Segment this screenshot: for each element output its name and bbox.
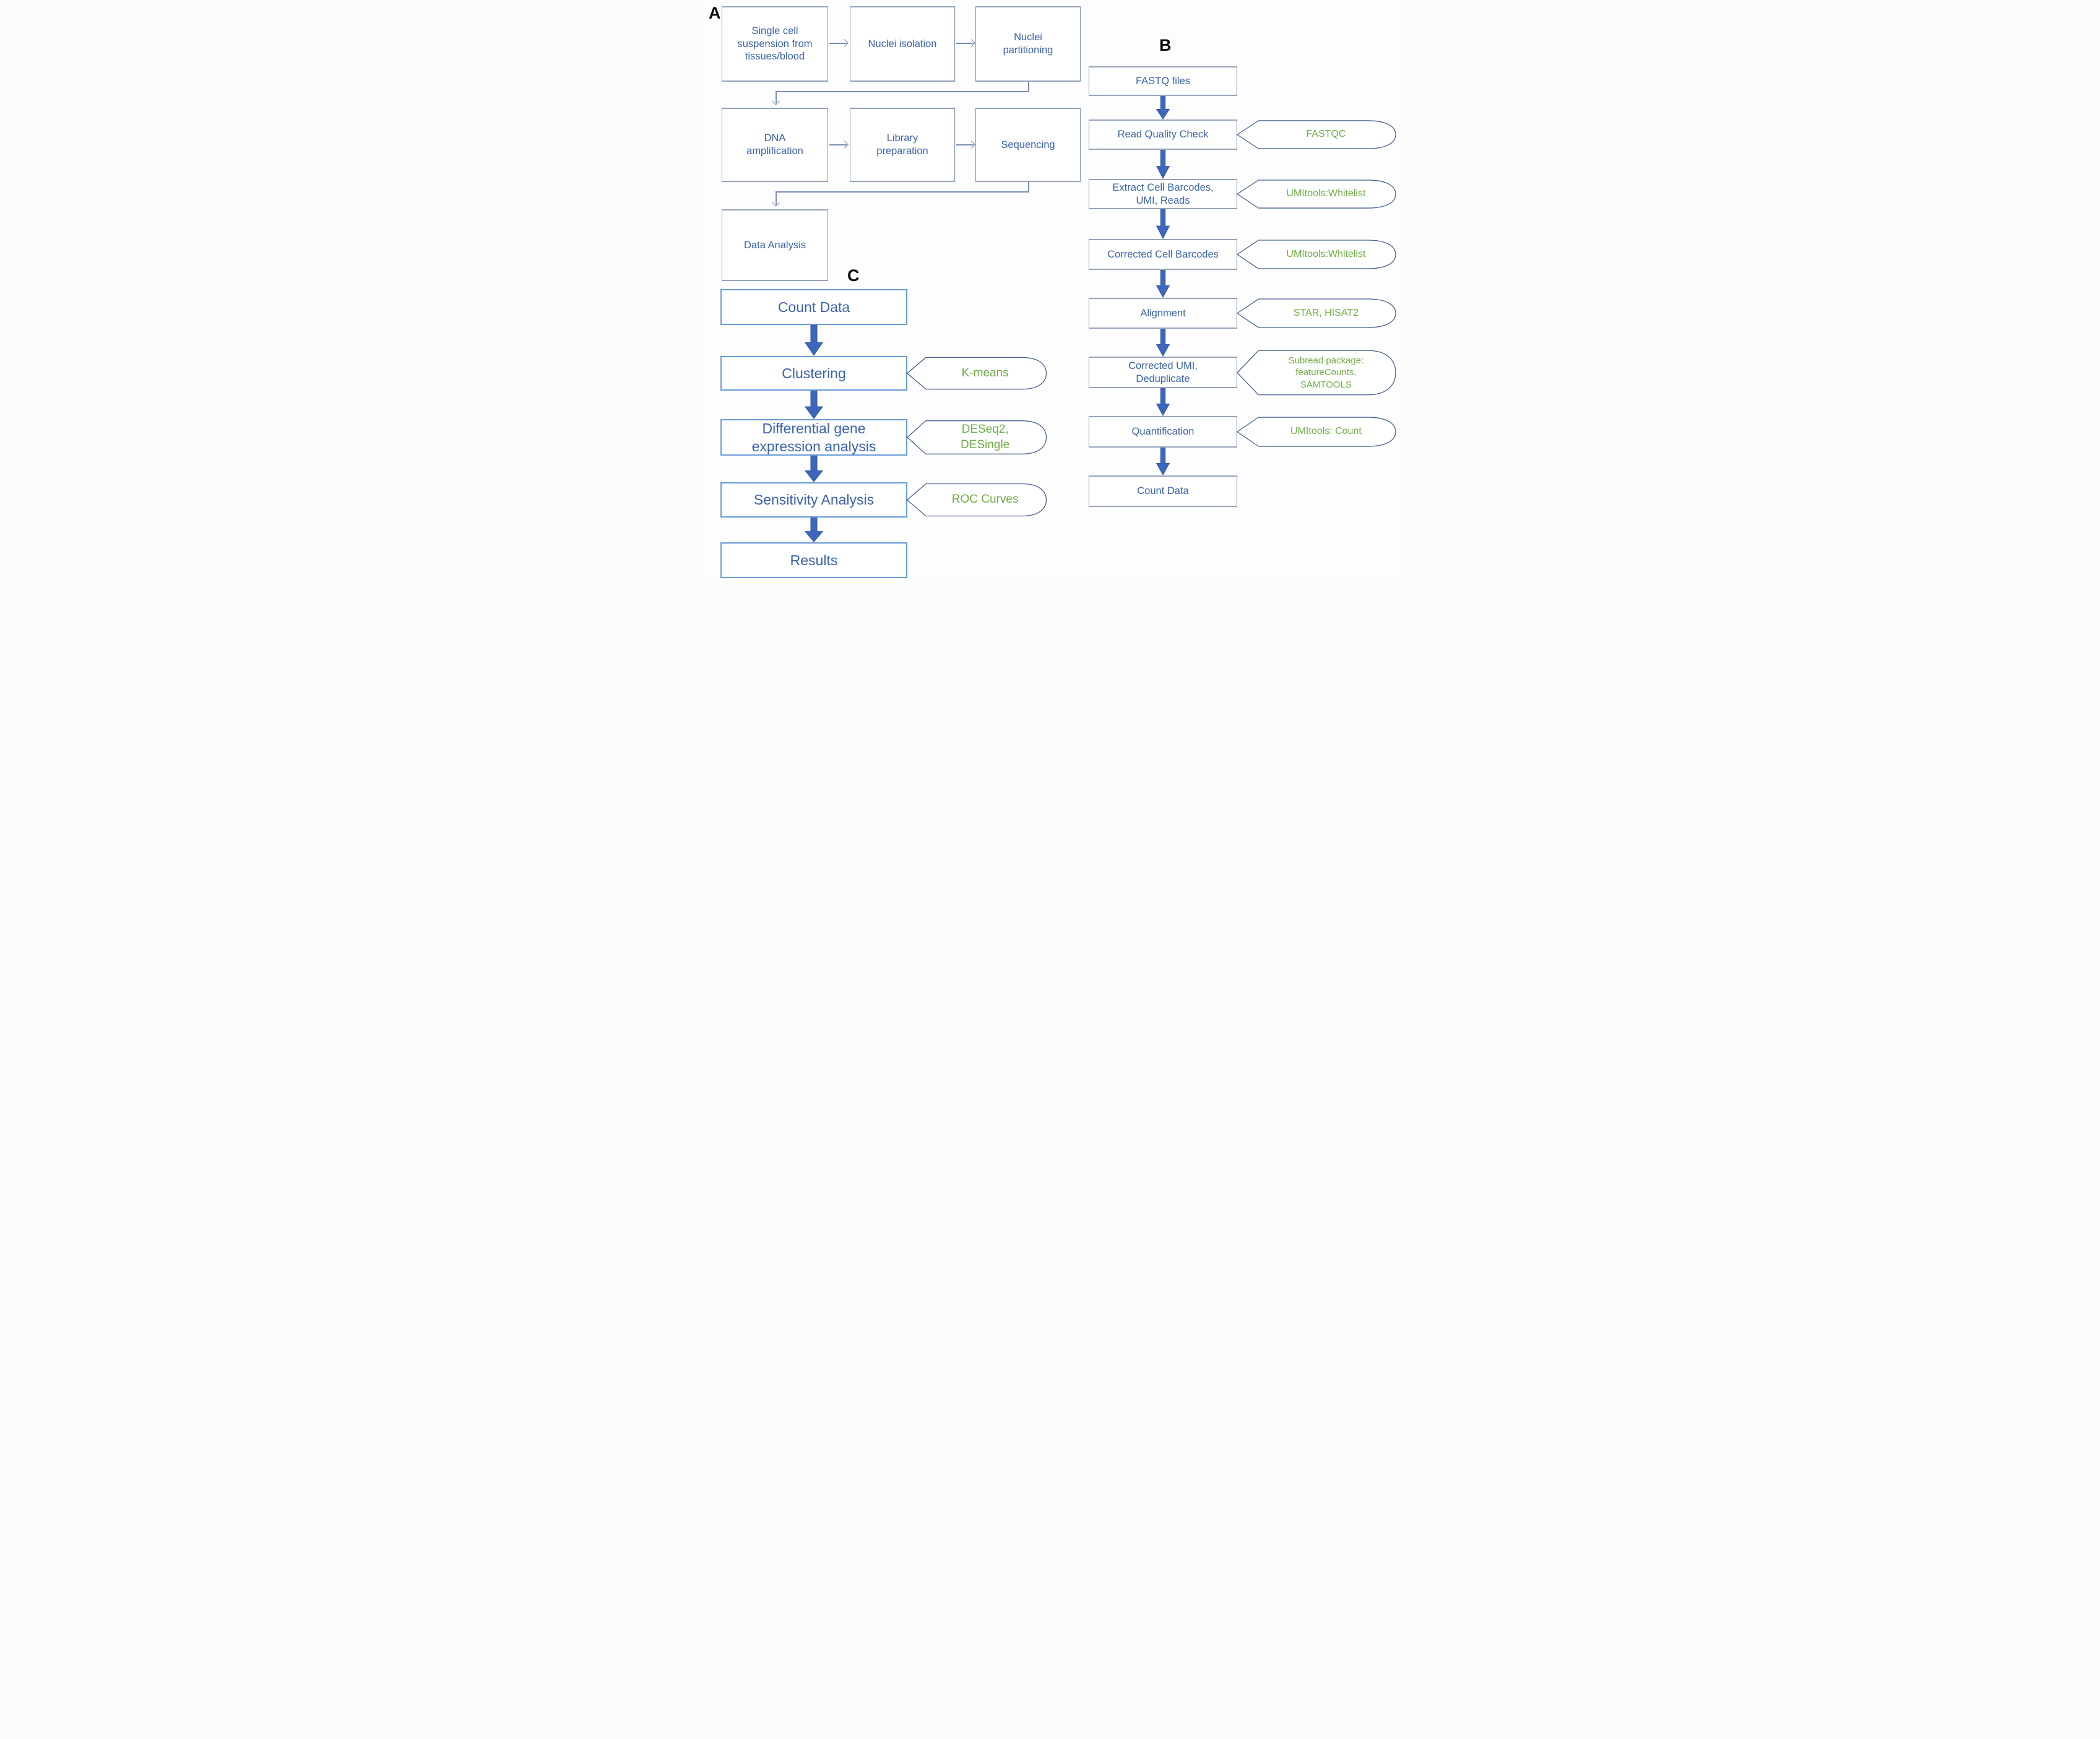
tool-callout-roc-curves: ROC Curves <box>906 481 1048 519</box>
flow-arrow-down <box>1156 388 1170 416</box>
panel-a-label: A <box>709 4 721 22</box>
callout-shape-icon <box>1236 297 1398 330</box>
tool-callout-kmeans-label: K-means <box>961 366 1009 379</box>
tool-callout-deseq2-desingle: DESeq2, DESingle <box>906 418 1048 457</box>
node-clustering-label: Clustering <box>782 365 846 381</box>
flow-arrow-down <box>1156 150 1170 179</box>
tool-callout-fastqc: FASTQC <box>1236 118 1398 151</box>
node-nuclei-isolation: Nuclei isolation <box>850 6 955 82</box>
node-sequencing: Sequencing <box>975 108 1081 182</box>
arrow-right-icon <box>840 141 849 149</box>
callout-shape-icon <box>1236 347 1398 399</box>
node-quantification: Quantification <box>1089 416 1237 448</box>
tool-callout-umitools-whitelist-1: UMItools:Whitelist <box>1236 178 1398 210</box>
node-clustering: Clustering <box>720 356 907 391</box>
node-results-label: Results <box>790 552 838 568</box>
node-corrected-umi-deduplicate-label: Corrected UMI, Deduplicate <box>1128 360 1198 384</box>
node-read-quality-check: Read Quality Check <box>1089 119 1237 150</box>
tool-callout-umitools-count-label: UMItools: Count <box>1290 426 1362 437</box>
node-corrected-umi-deduplicate: Corrected UMI, Deduplicate <box>1089 357 1237 388</box>
node-single-cell-suspension-label: Single cell suspension from tissues/bloo… <box>737 25 813 63</box>
node-count-data-b-label: Count Data <box>1137 485 1189 497</box>
tool-callout-fastqc-label: FASTQC <box>1306 129 1346 140</box>
node-dna-amplification: DNA amplification <box>722 108 828 182</box>
flow-arrow-down <box>805 456 823 482</box>
callout-shape-icon <box>1236 415 1398 449</box>
panel-c-label: C <box>847 266 860 285</box>
flowchart-canvas: A Single cell suspension from tissues/bl… <box>700 0 1400 579</box>
tool-callout-umitools-whitelist-2-label: UMItools:Whitelist <box>1286 248 1366 259</box>
callout-shape-icon <box>1236 238 1398 271</box>
tool-callout-umitools-count: UMItools: Count <box>1236 415 1398 449</box>
panel-b-label: B <box>1159 36 1172 54</box>
callout-shape-icon <box>1236 178 1398 210</box>
tool-callout-kmeans: K-means <box>906 355 1048 392</box>
tool-callout-roc-curves-label: ROC Curves <box>951 493 1019 506</box>
flow-arrow-down <box>1156 96 1170 119</box>
node-extract-barcodes: Extract Cell Barcodes, UMI, Reads <box>1089 179 1237 209</box>
node-count-data-b: Count Data <box>1089 475 1237 507</box>
node-fastq-files-label: FASTQ files <box>1135 75 1191 87</box>
flow-arrow-down <box>1156 329 1170 357</box>
node-nuclei-partitioning-label: Nuclei partitioning <box>1003 32 1053 56</box>
callout-shape-icon <box>906 481 1048 519</box>
flow-arrow-down <box>1156 270 1170 298</box>
node-nuclei-partitioning: Nuclei partitioning <box>975 6 1081 82</box>
node-data-analysis: Data Analysis <box>722 209 828 281</box>
node-corrected-cell-barcodes-label: Corrected Cell Barcodes <box>1107 248 1219 260</box>
node-corrected-cell-barcodes: Corrected Cell Barcodes <box>1089 239 1237 270</box>
node-sequencing-label: Sequencing <box>1001 139 1055 150</box>
arrow-right-icon <box>840 39 849 47</box>
callout-shape-icon <box>1236 118 1398 151</box>
node-dna-amplification-label: DNA amplification <box>746 132 803 157</box>
node-extract-barcodes-label: Extract Cell Barcodes, UMI, Reads <box>1112 181 1214 206</box>
node-nuclei-isolation-label: Nuclei isolation <box>868 38 937 50</box>
tool-callout-subread-package-label: Subread package: featureCounts, SAMTOOLS <box>1288 355 1364 390</box>
flow-arrow-down <box>805 391 823 419</box>
node-library-preparation: Library preparation <box>850 108 955 182</box>
node-library-preparation-label: Library preparation <box>876 132 928 157</box>
node-count-data-c-label: Count Data <box>777 298 850 315</box>
arrow-down-icon <box>772 199 780 207</box>
node-differential-expression-label: Differential gene expression analysis <box>751 420 876 454</box>
flow-arrow-down <box>805 518 823 542</box>
tool-callout-deseq2-desingle-label: DESeq2, DESingle <box>961 422 1010 451</box>
node-differential-expression: Differential gene expression analysis <box>720 419 907 456</box>
node-single-cell-suspension: Single cell suspension from tissues/bloo… <box>722 6 828 82</box>
node-alignment-label: Alignment <box>1140 307 1186 319</box>
tool-callout-umitools-whitelist-2: UMItools:Whitelist <box>1236 238 1398 271</box>
node-sensitivity-analysis-label: Sensitivity Analysis <box>753 492 875 508</box>
tool-callout-subread-package: Subread package: featureCounts, SAMTOOLS <box>1236 347 1398 399</box>
tool-callout-star-hisat2-label: STAR, HISAT2 <box>1293 307 1359 318</box>
tool-callout-star-hisat2: STAR, HISAT2 <box>1236 297 1398 330</box>
flow-arrow-down <box>1156 448 1170 475</box>
node-results: Results <box>720 542 907 578</box>
node-fastq-files: FASTQ files <box>1089 66 1237 96</box>
arrow-down-icon <box>772 97 780 105</box>
node-sensitivity-analysis: Sensitivity Analysis <box>720 482 907 518</box>
node-alignment: Alignment <box>1089 298 1237 329</box>
callout-shape-icon <box>906 418 1048 457</box>
arrow-right-icon <box>967 39 975 47</box>
node-data-analysis-label: Data Analysis <box>744 239 806 251</box>
arrow-right-icon <box>967 141 975 149</box>
node-count-data-c: Count Data <box>720 289 907 325</box>
tool-callout-umitools-whitelist-1-label: UMItools:Whitelist <box>1286 188 1366 199</box>
flow-arrow-down <box>1156 209 1170 239</box>
flow-arrow-down <box>805 325 823 356</box>
node-read-quality-check-label: Read Quality Check <box>1117 129 1209 141</box>
callout-shape-icon <box>906 355 1048 392</box>
node-quantification-label: Quantification <box>1131 426 1195 438</box>
